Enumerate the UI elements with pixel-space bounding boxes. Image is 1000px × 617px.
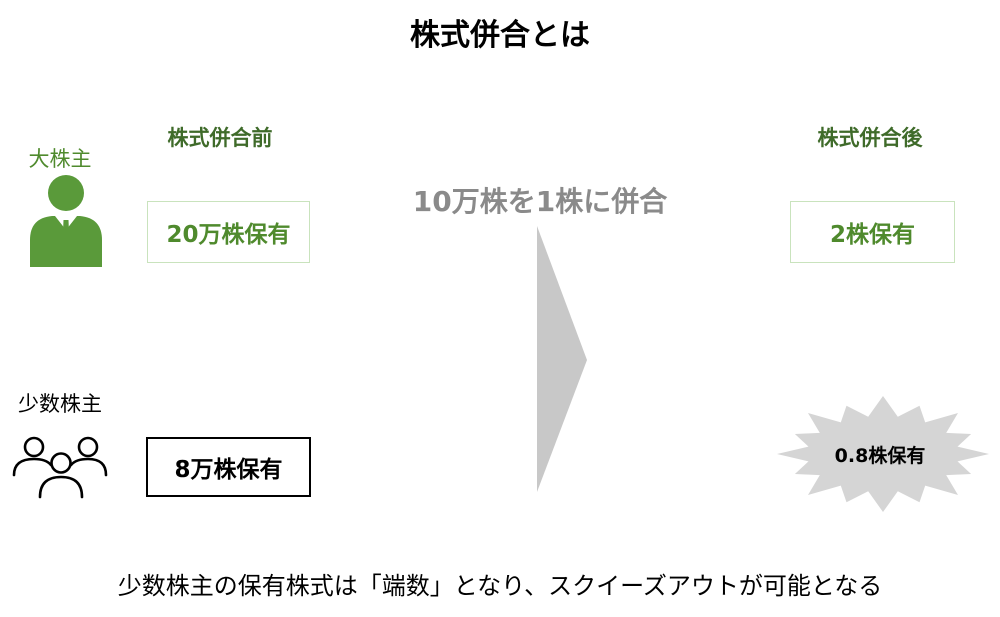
major-before-box: 20万株保有 — [147, 201, 310, 263]
before-header: 株式併合前 — [167, 126, 273, 150]
people-group-icon — [12, 436, 108, 499]
footer-note: 少数株主の保有株式は「端数」となり、スクイーズアウトが可能となる — [117, 572, 883, 600]
minor-after-label: 0.8株保有 — [834, 445, 926, 467]
minor-holder-label: 少数株主 — [18, 392, 102, 416]
page-title: 株式併合とは — [410, 18, 590, 53]
fraction-burst-shape — [777, 396, 989, 512]
major-holder-label: 大株主 — [28, 147, 92, 171]
after-header: 株式併合後 — [817, 126, 923, 150]
merge-arrow — [537, 226, 587, 492]
merge-ratio-label: 10万株を1株に併合 — [412, 185, 668, 218]
major-after-box: 2株保有 — [790, 201, 955, 263]
businessman-icon — [30, 175, 102, 267]
minor-before-box: 8万株保有 — [146, 437, 311, 497]
